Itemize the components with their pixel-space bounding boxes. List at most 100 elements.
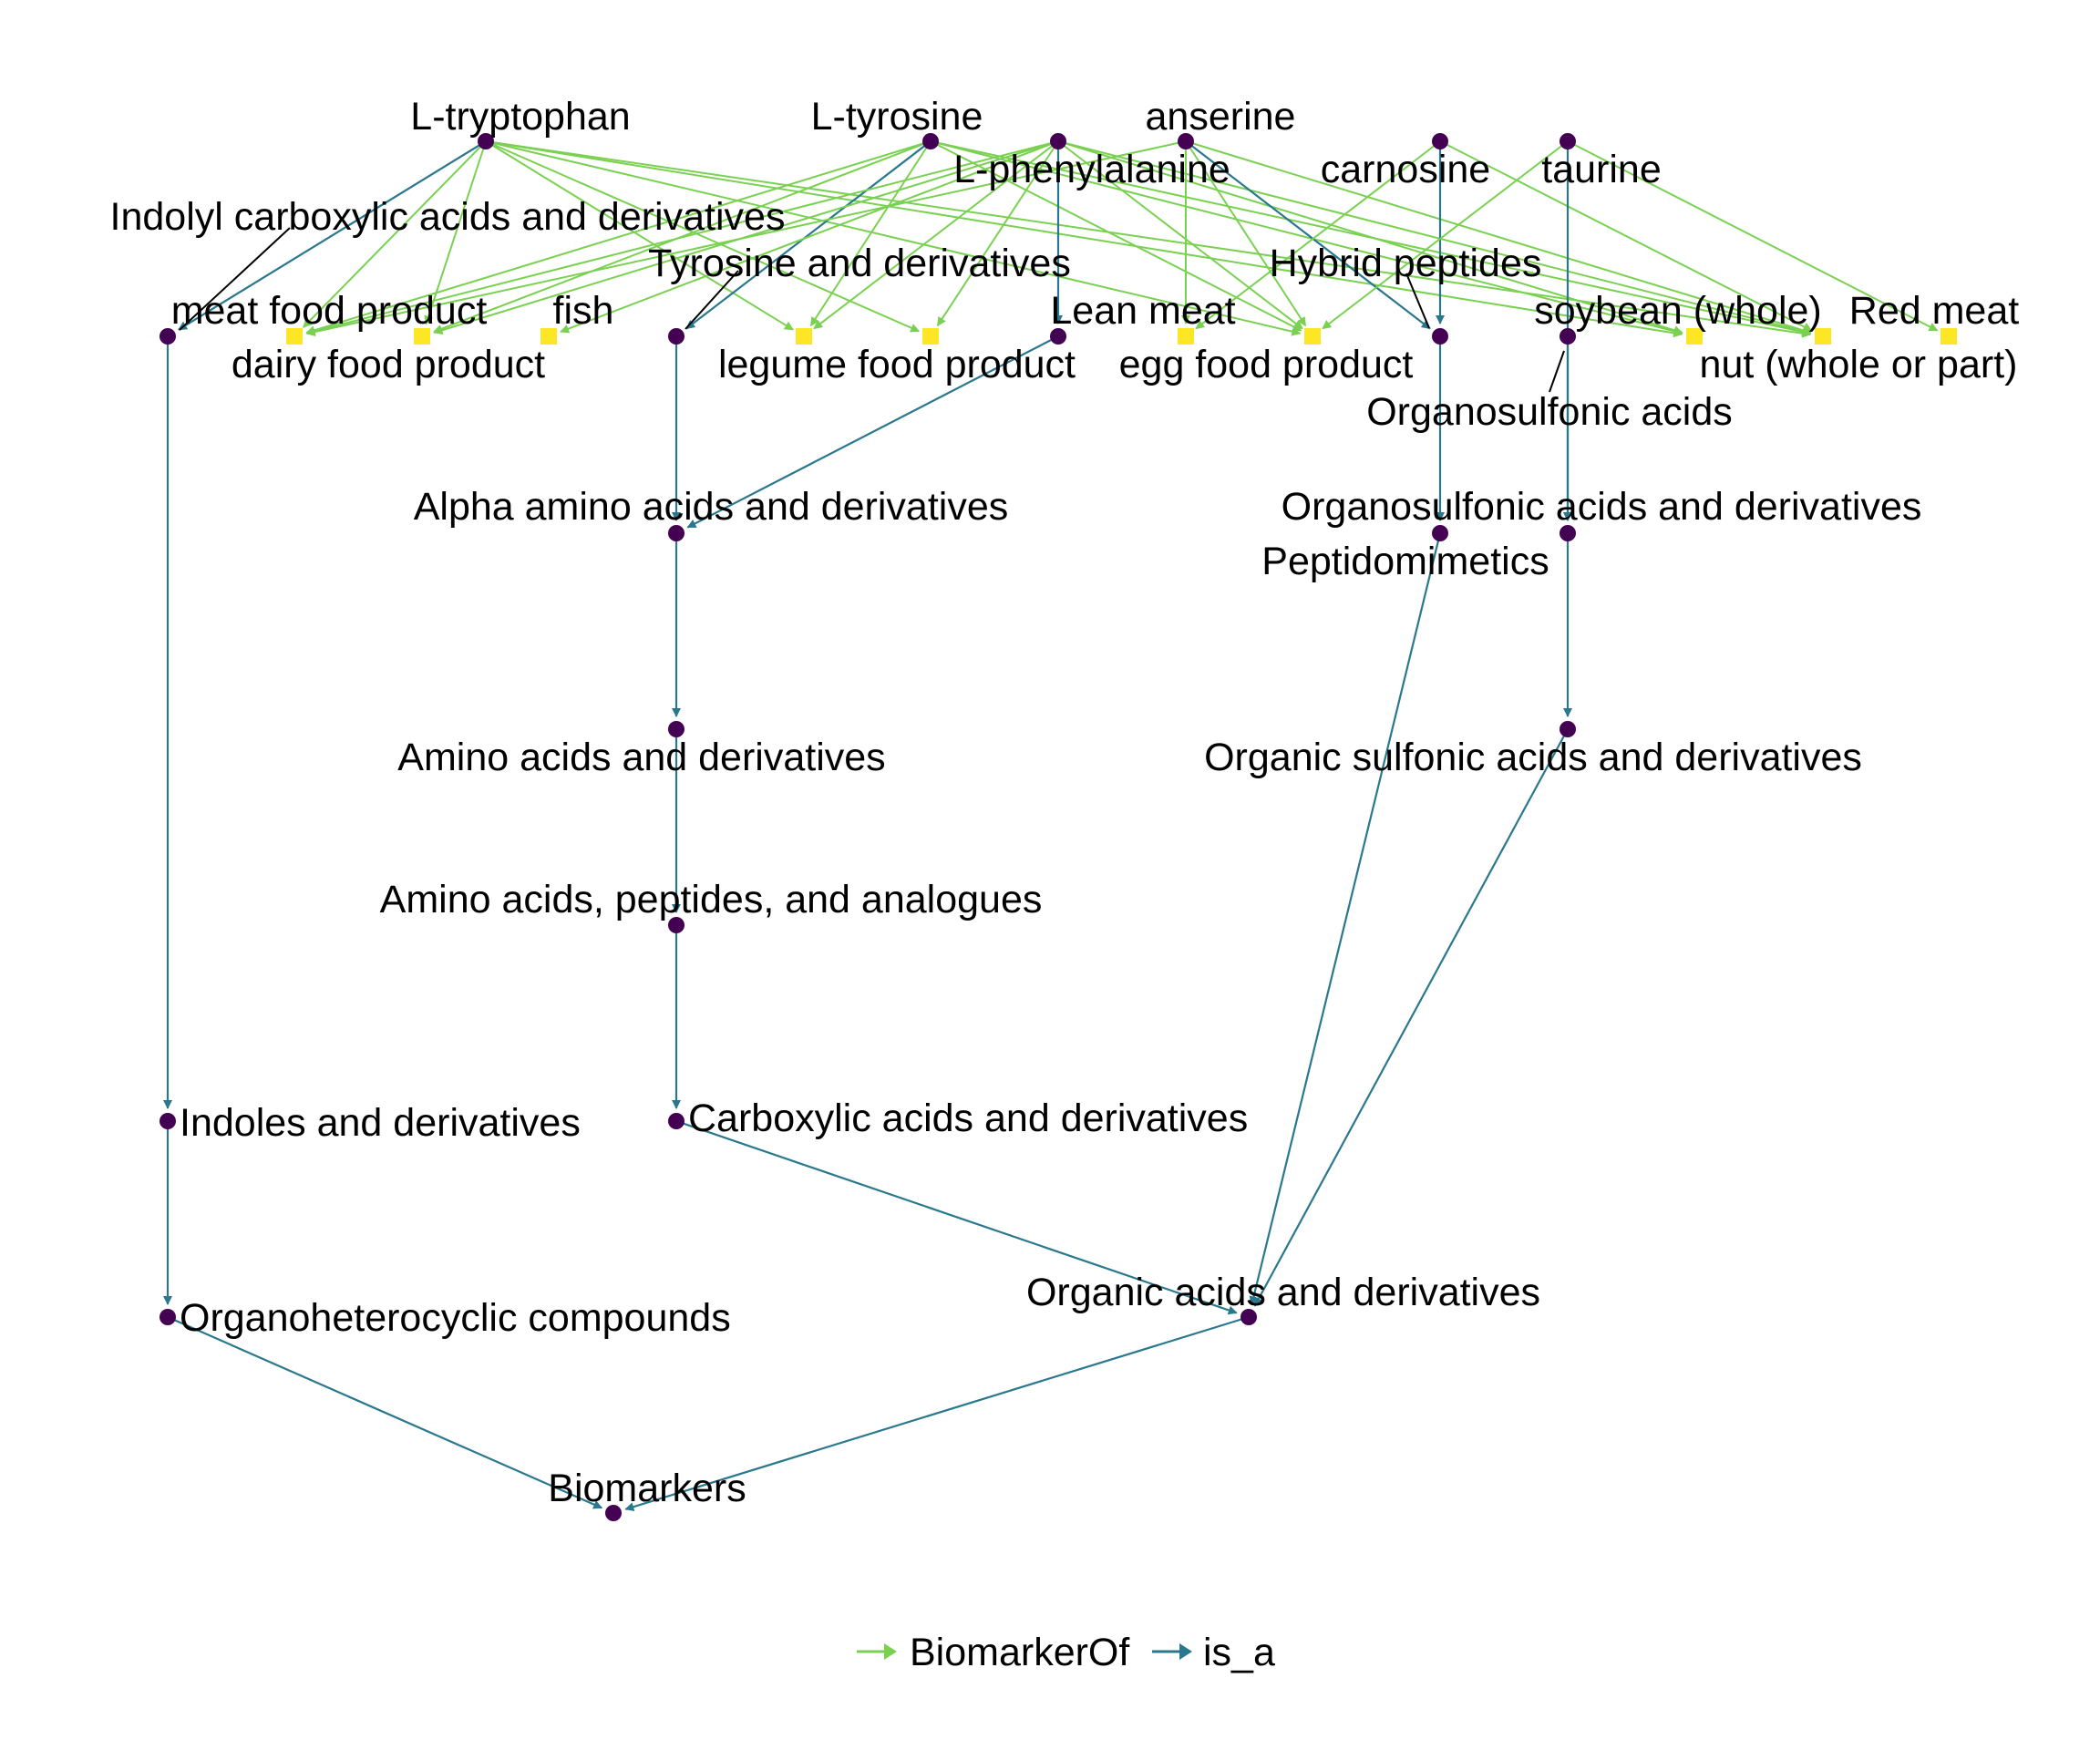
node-label-aad: Amino acids and derivatives xyxy=(397,736,885,779)
edge-biomarkerof-trp-legume xyxy=(485,140,794,331)
node-indolyl xyxy=(160,328,176,345)
edge-biomarkerof-phe-nut xyxy=(1057,140,1812,336)
leader-lines-layer xyxy=(179,227,1565,393)
node-label-osa: Organosulfonic acids xyxy=(1366,390,1733,434)
node-orgsulf xyxy=(1560,721,1576,737)
edge-biomarkerof-tyr-meat xyxy=(305,140,932,335)
node-label-soy: soybean (whole) xyxy=(1534,289,1822,333)
edge-biomarkerof-phe-egg xyxy=(1057,140,1303,330)
node-label-trp: L-tryptophan xyxy=(410,95,630,139)
legend-biomarkerof-arrow-icon xyxy=(884,1643,897,1660)
node-label-alpha: Alpha amino acids and derivatives xyxy=(414,485,1009,529)
edge-biomarkerof-tyr-egg xyxy=(930,140,1302,332)
node-label-dairy: dairy food product xyxy=(232,343,545,386)
legend-is-a-label: is_a xyxy=(1203,1631,1275,1674)
edge-biomarkerof-trp-egg xyxy=(485,140,1302,336)
legend: BiomarkerOf is_a xyxy=(857,1631,1275,1674)
node-label-tau: taurine xyxy=(1541,148,1661,191)
node-label-tyrder: Tyrosine and derivatives xyxy=(648,242,1071,285)
food-node-fish xyxy=(540,328,557,345)
edge-biomarkerof-phe-legume xyxy=(813,140,1059,330)
node-label-orgsulf: Organic sulfonic acids and derivatives xyxy=(1204,736,1862,779)
legend-item-biomarkerof: BiomarkerOf xyxy=(857,1631,1130,1674)
edge-biomarkerof-trp-nut xyxy=(485,140,1812,338)
label-leader-tyrder xyxy=(685,270,739,330)
edge-is-a-ans-hybrid xyxy=(1185,140,1431,330)
food-node-redmeat xyxy=(1940,328,1957,345)
node-osa xyxy=(1560,328,1576,345)
edge-biomarkerof-phe-tyrder xyxy=(936,140,1059,327)
node-phe xyxy=(1050,133,1066,149)
node-alpha xyxy=(668,525,685,541)
node-car xyxy=(1432,133,1448,149)
edge-is-a-trp-indolyl xyxy=(178,140,487,331)
node-bio xyxy=(605,1505,622,1521)
legend-biomarkerof-label: BiomarkerOf xyxy=(910,1631,1130,1674)
node-osad xyxy=(1560,525,1576,541)
node-tyr xyxy=(922,133,939,149)
edge-is-a-lean-alpha xyxy=(686,335,1059,529)
legend-is-a-arrow-icon xyxy=(1179,1643,1192,1660)
node-label-legume: legume food product xyxy=(718,343,1076,386)
edge-is-a-organic-bio xyxy=(624,1315,1250,1511)
food-node-egg xyxy=(1304,328,1321,345)
edge-is-a-orgsulf-organic xyxy=(1253,728,1569,1307)
node-label-car: carnosine xyxy=(1321,148,1490,191)
edge-biomarkerof-phe-soy xyxy=(1057,140,1683,335)
edge-biomarkerof-trp-tyrder xyxy=(485,140,921,333)
node-trp xyxy=(478,133,494,149)
node-peptido xyxy=(1432,525,1448,541)
node-label-phe: L-phenylalanine xyxy=(953,148,1230,191)
node-label-lean: Lean meat xyxy=(1050,289,1235,333)
edge-biomarkerof-tyr-soy xyxy=(930,140,1683,336)
food-node-soy xyxy=(1686,328,1703,345)
node-ans xyxy=(1178,133,1194,149)
edge-biomarkerof-tau-egg xyxy=(1322,140,1569,330)
edge-biomarkerof-trp-meat xyxy=(303,140,487,328)
node-label-organic: Organic acids and derivatives xyxy=(1026,1271,1540,1314)
node-label-hybrid: Hybrid peptides xyxy=(1270,242,1542,285)
food-node-nut xyxy=(1815,328,1831,345)
food-node-meat xyxy=(286,328,303,345)
node-label-fish: fish xyxy=(553,289,614,333)
node-tyrder xyxy=(668,328,685,345)
food-node-legume xyxy=(796,328,812,345)
legend-item-is-a: is_a xyxy=(1152,1631,1275,1674)
node-label-bio: Biomarkers xyxy=(548,1467,746,1510)
node-label-redmeat: Red meat xyxy=(1849,289,2019,333)
label-leader-hybrid xyxy=(1405,273,1430,329)
edge-is-a-carbox-organic xyxy=(675,1119,1238,1315)
node-label-ans: anserine xyxy=(1146,95,1296,139)
node-carbox xyxy=(668,1113,685,1129)
node-lean xyxy=(1050,328,1066,345)
edge-biomarkerof-ans-nut xyxy=(1185,140,1812,335)
node-ohc xyxy=(160,1309,176,1325)
node-label-indoles: Indoles and derivatives xyxy=(180,1101,581,1145)
food-node-dairy xyxy=(414,328,430,345)
label-leader-indolyl xyxy=(179,227,291,331)
node-label-indolyl: Indolyl carboxylic acids and derivatives xyxy=(110,195,786,239)
edge-biomarkerof-ans-meat xyxy=(305,140,1187,336)
node-label-osad: Organosulfonic acids and derivatives xyxy=(1282,485,1922,529)
node-label-peptido: Peptidomimetics xyxy=(1261,540,1549,583)
edge-biomarkerof-trp-soy xyxy=(485,140,1683,338)
node-aapa xyxy=(668,917,685,933)
node-indoles xyxy=(160,1113,176,1129)
label-leader-osa xyxy=(1549,350,1565,393)
node-label-egg: egg food product xyxy=(1119,343,1414,386)
node-hybrid xyxy=(1432,328,1448,345)
node-aad xyxy=(668,721,685,737)
edge-biomarkerof-car-lean xyxy=(1195,140,1441,330)
node-label-aapa: Amino acids, peptides, and analogues xyxy=(380,878,1043,921)
node-label-tyr: L-tyrosine xyxy=(811,95,983,139)
node-label-meat: meat food product xyxy=(171,289,488,333)
edge-is-a-tyr-tyrder xyxy=(685,140,932,330)
node-label-ohc: Organoheterocyclic compounds xyxy=(180,1296,731,1340)
edge-biomarkerof-tyr-legume xyxy=(809,140,932,327)
edges-layer xyxy=(163,140,1939,1511)
food-node-tyrderFood xyxy=(922,328,939,345)
node-tau xyxy=(1560,133,1576,149)
edge-biomarkerof-ans-egg xyxy=(1185,140,1307,327)
